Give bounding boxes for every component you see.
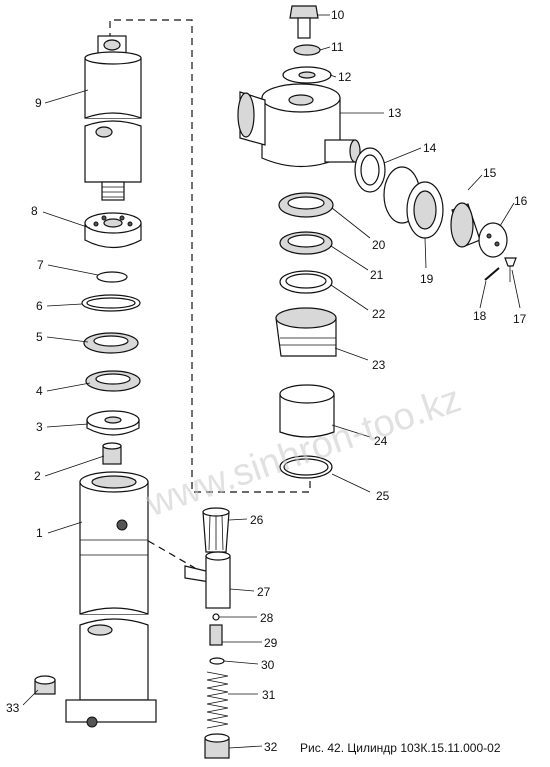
label-part-33: 33 [6, 701, 20, 715]
label-part-8: 8 [31, 204, 38, 218]
label-part-14: 14 [423, 141, 437, 155]
label-part-23: 23 [372, 358, 386, 372]
part-12-washer [282, 66, 332, 84]
part-33-plug [34, 675, 56, 695]
part-19-housing [383, 166, 444, 239]
leader-lines [22, 14, 521, 749]
assembly-dashed-line [109, 19, 311, 493]
label-part-32: 32 [264, 740, 278, 754]
part-31-spring [206, 671, 229, 729]
label-part-4: 4 [36, 384, 43, 398]
label-part-7: 7 [37, 258, 44, 272]
part-6-ring [81, 294, 141, 312]
part-27-valve-body [184, 551, 231, 609]
label-part-13: 13 [388, 106, 402, 120]
part-24-sleeve [279, 384, 335, 438]
part-2-fitting [102, 442, 122, 465]
figure-caption: Рис. 42. Цилиндр 103К.15.11.000-02 [300, 741, 501, 755]
part-32-plug [204, 733, 230, 759]
part-7-o-ring [96, 271, 128, 283]
part-11-washer [293, 44, 321, 56]
label-part-22: 22 [372, 307, 386, 321]
part-17-screw [504, 257, 517, 282]
part-23-guide [275, 307, 337, 357]
label-part-31: 31 [262, 688, 276, 702]
label-part-3: 3 [36, 420, 43, 434]
label-part-6: 6 [36, 299, 43, 313]
label-part-18: 18 [473, 309, 487, 323]
part-4-seal [85, 370, 141, 392]
label-part-27: 27 [257, 585, 271, 599]
part-21-seal [279, 231, 333, 255]
part-25-o-ring [279, 455, 333, 479]
assembly-dashed-line-lower [137, 534, 196, 569]
part-22-ring [279, 270, 333, 294]
label-part-9: 9 [35, 96, 42, 110]
part-10-bolt [289, 5, 319, 39]
part-16-cover-plate [478, 222, 508, 258]
label-part-5: 5 [36, 330, 43, 344]
label-part-29: 29 [264, 636, 278, 650]
label-part-10: 10 [331, 8, 345, 22]
part-30-washer [209, 657, 225, 665]
part-18-pin [484, 267, 500, 281]
label-part-26: 26 [250, 513, 264, 527]
label-part-21: 21 [370, 268, 384, 282]
part-3-guide-bush [86, 410, 140, 436]
label-part-30: 30 [261, 658, 275, 672]
part-14-gasket [354, 147, 386, 193]
part-20-seal [278, 192, 334, 218]
label-part-17: 17 [513, 312, 527, 326]
label-part-20: 20 [372, 238, 386, 252]
label-part-12: 12 [338, 70, 352, 84]
part-15-bushing [450, 202, 481, 248]
label-part-11: 11 [331, 40, 344, 54]
label-part-16: 16 [514, 194, 528, 208]
part-13-cylinder-head [237, 83, 361, 168]
part-8-flange-nut [84, 212, 142, 249]
part-28-ball [212, 613, 220, 621]
label-part-28: 28 [260, 611, 274, 625]
label-part-15: 15 [483, 166, 497, 180]
label-part-25: 25 [376, 489, 390, 503]
label-part-2: 2 [34, 469, 41, 483]
part-26-filter [202, 507, 230, 553]
part-29-pin [209, 624, 223, 646]
part-5-seal [83, 332, 139, 354]
part-1-cylinder-body [65, 471, 157, 728]
part-labels: 1 2 3 4 5 6 7 8 9 10 11 12 13 14 15 16 1… [6, 8, 528, 754]
label-part-19: 19 [420, 272, 434, 286]
label-part-24: 24 [374, 434, 388, 448]
label-part-1: 1 [36, 526, 43, 540]
part-9-upper-tube [84, 35, 142, 201]
